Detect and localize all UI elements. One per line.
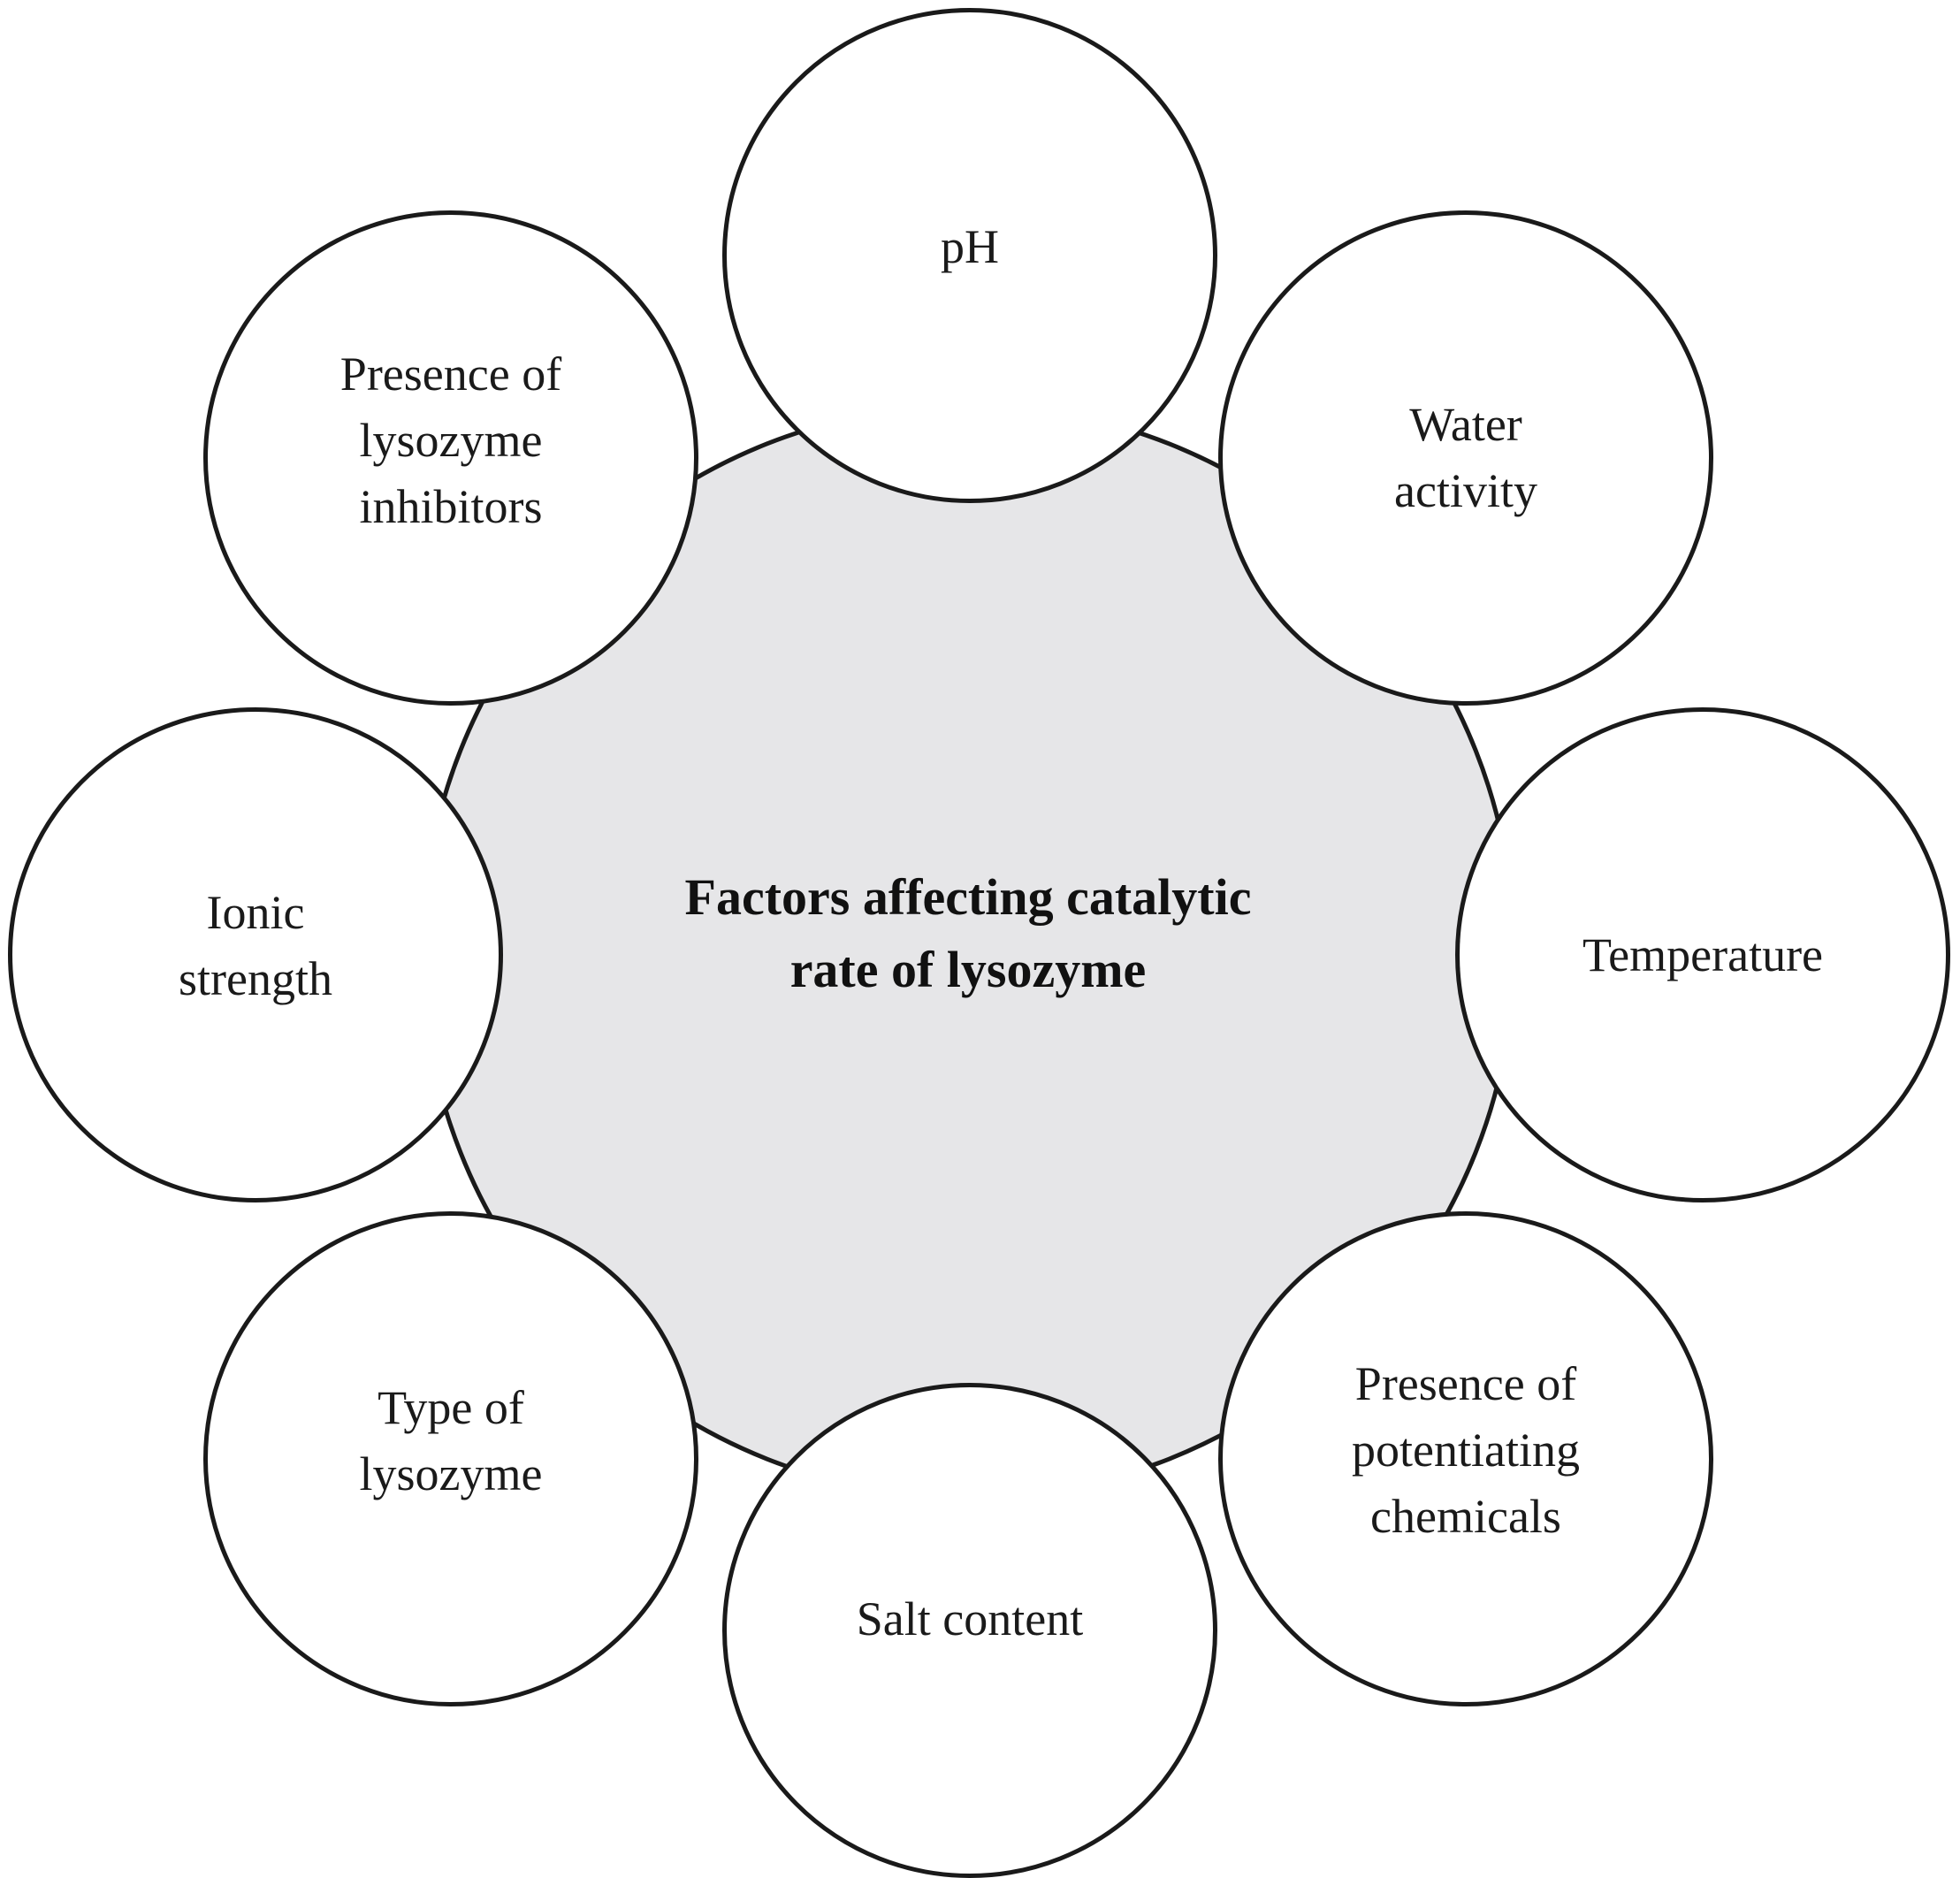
factor-label-salt-content: Salt content: [856, 1592, 1084, 1645]
factor-circle-type-of-lysozyme: Type of lysozyme: [203, 1211, 698, 1706]
factor-label-water-activity: Water activity: [1394, 398, 1537, 517]
factor-label-temperature: Temperature: [1582, 928, 1824, 981]
factor-circle-water-activity: Water activity: [1218, 210, 1713, 706]
factor-circle-temperature: Temperature: [1455, 707, 1950, 1202]
center-label: Factors affecting catalytic rate of lyso…: [684, 868, 1252, 998]
factor-label-ionic-strength: Ionic strength: [179, 886, 332, 1005]
factor-label-potentiating-chemicals: Presence of potentiating chemicals: [1352, 1356, 1580, 1543]
factor-circle-ph: pH: [722, 8, 1217, 503]
factor-circle-ionic-strength: Ionic strength: [8, 707, 503, 1202]
factor-label-type-of-lysozyme: Type of lysozyme: [359, 1381, 543, 1500]
factor-label-ph: pH: [941, 219, 999, 273]
factor-circle-salt-content: Salt content: [722, 1383, 1217, 1878]
factor-circle-potentiating-chemicals: Presence of potentiating chemicals: [1218, 1211, 1713, 1706]
factor-circle-lysozyme-inhibitors: Presence of lysozyme inhibitors: [203, 210, 698, 706]
factor-label-lysozyme-inhibitors: Presence of lysozyme inhibitors: [339, 347, 562, 533]
